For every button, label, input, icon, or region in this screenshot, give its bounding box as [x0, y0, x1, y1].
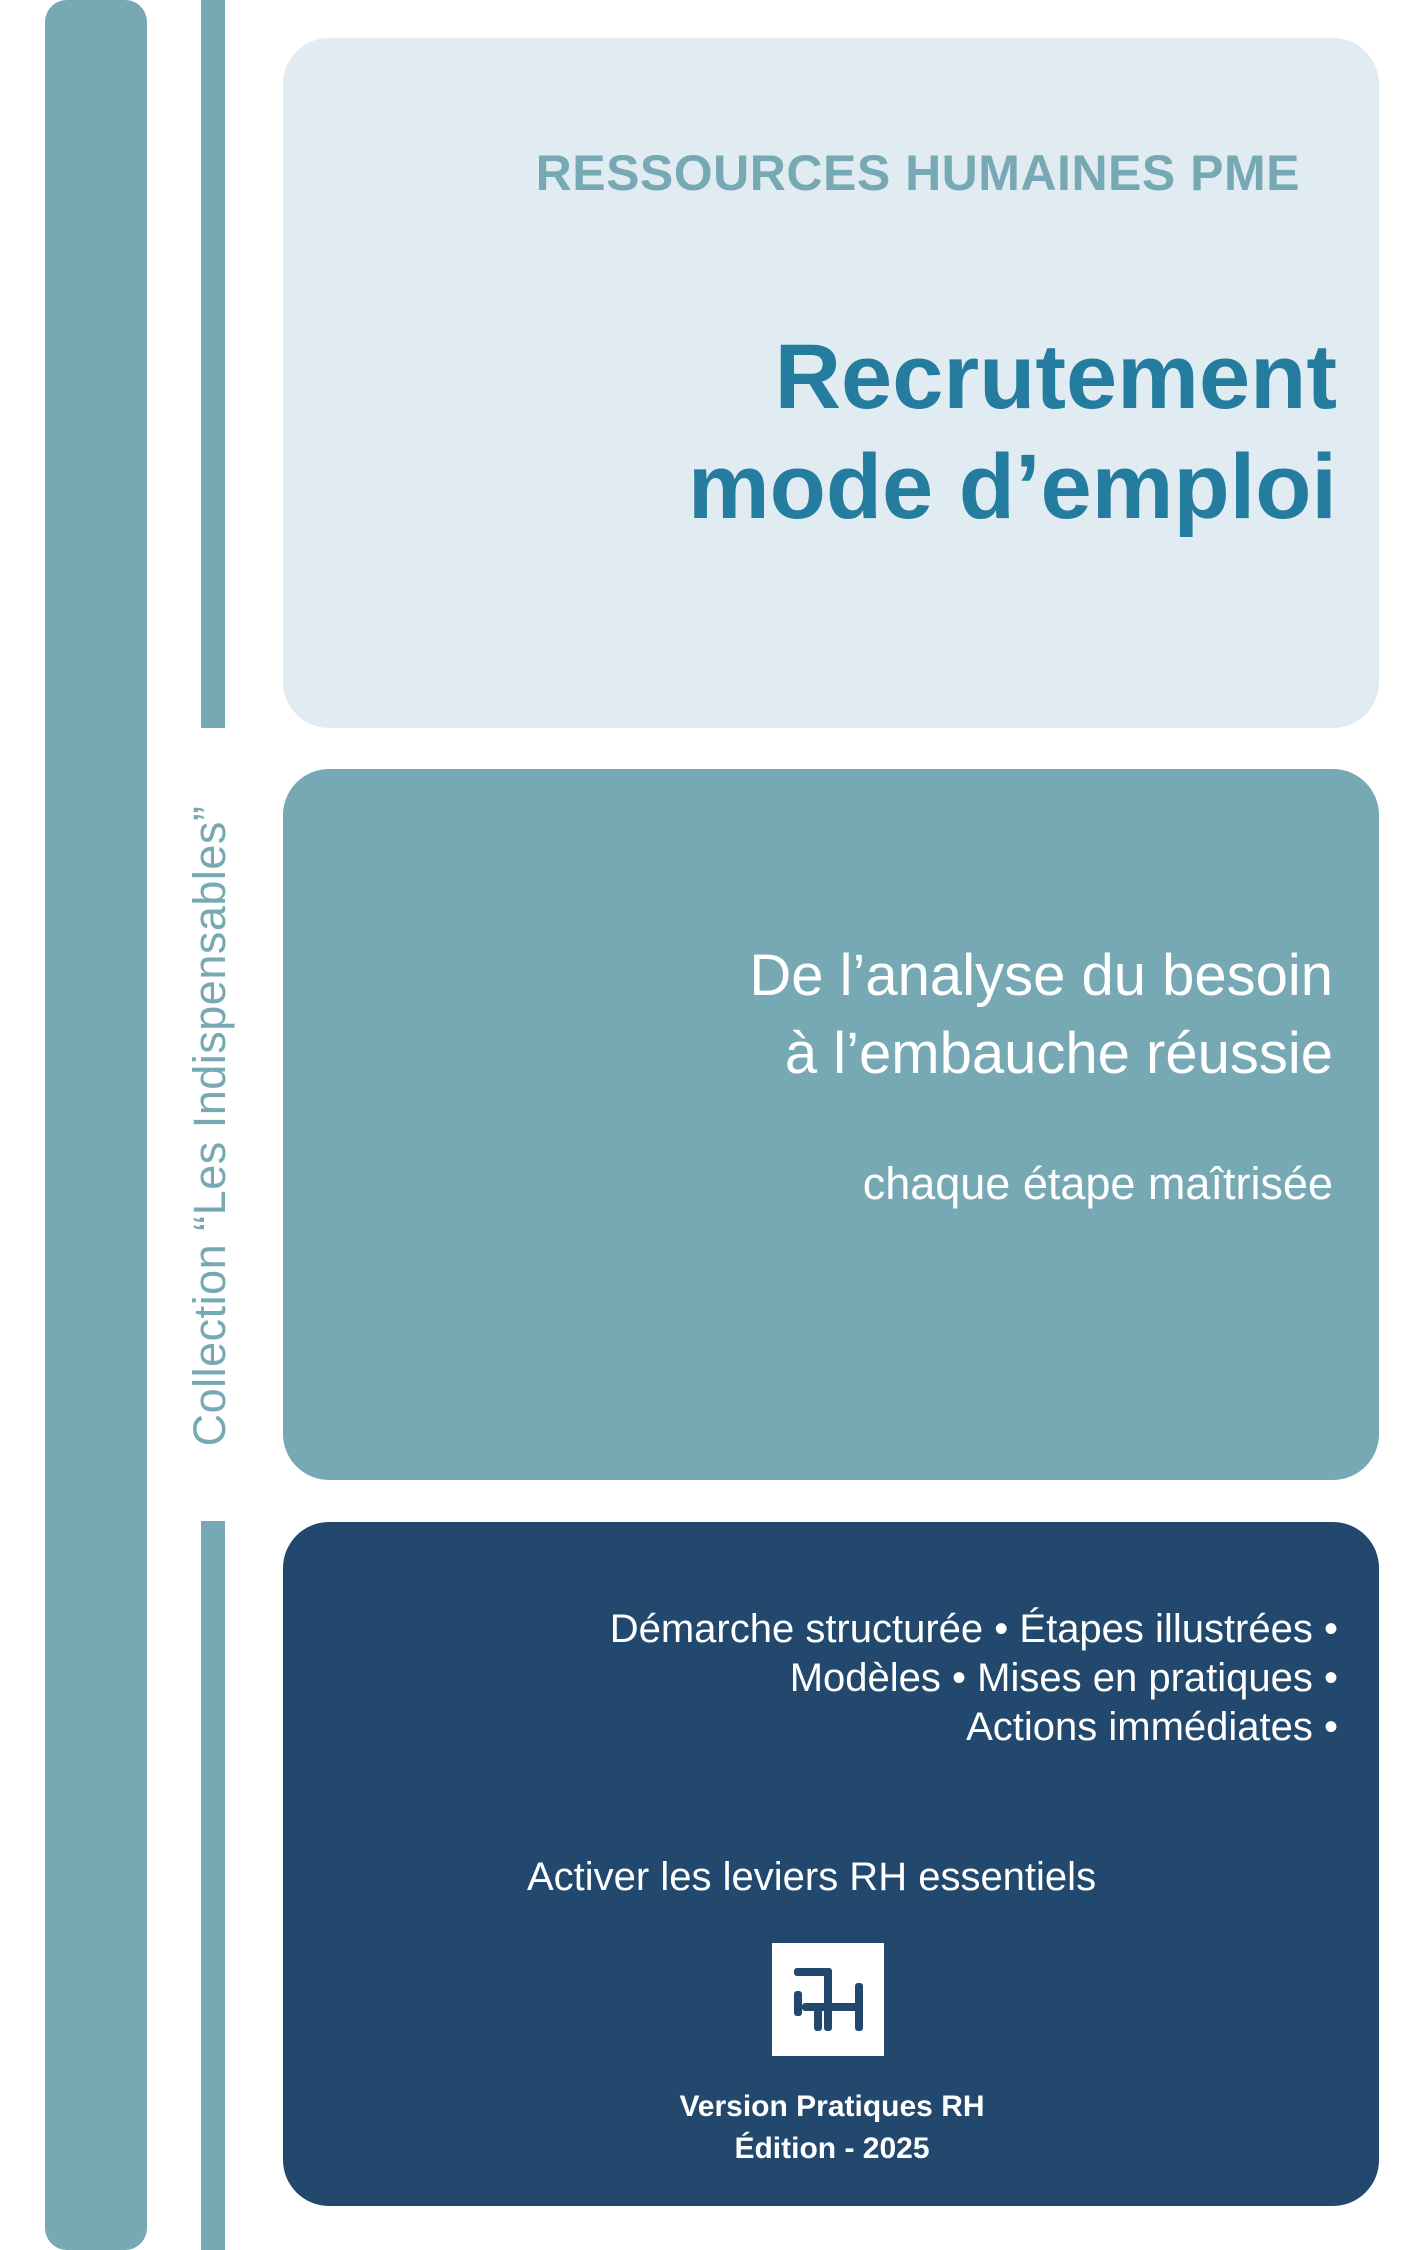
features-list: Démarche structurée • Étapes illustrées … — [610, 1605, 1338, 1752]
subtitle-line-1: De l’analyse du besoin — [749, 943, 1333, 1008]
collection-label: Collection “Les Indispensables” — [184, 800, 235, 1452]
features-panel — [283, 1522, 1379, 2206]
thin-bar-bottom — [201, 1521, 225, 2250]
collection-label-text: Collection “Les Indispensables” — [184, 805, 235, 1447]
edition-label: Édition - 2025 — [734, 2132, 930, 2165]
features-line-2: Modèles • Mises en pratiques • — [789, 1656, 1338, 1700]
title-line-2: mode d’emploi — [687, 436, 1337, 538]
book-subtitle: De l’analyse du besoin à l’embauche réus… — [749, 937, 1333, 1093]
left-decorative-bar — [45, 0, 147, 2250]
features-line-1: Démarche structurée • Étapes illustrées … — [609, 1607, 1338, 1651]
features-line-3: Actions immédiates • — [966, 1705, 1338, 1749]
category-kicker: RESSOURCES HUMAINES PME — [535, 145, 1300, 201]
book-title: Recrutement mode d’emploi — [688, 322, 1337, 542]
subtitle-panel — [283, 769, 1379, 1480]
subtitle-line-2: à l’embauche réussie — [784, 1021, 1333, 1086]
title-panel — [283, 38, 1379, 728]
version-label: Version Pratiques RH — [679, 2090, 985, 2123]
rh-monogram-logo-icon — [794, 1968, 863, 2031]
title-line-1: Recrutement — [774, 326, 1337, 428]
cta-text: Activer les leviers RH essentiels — [527, 1855, 1097, 1899]
rh-logo — [772, 1943, 884, 2056]
tagline: chaque étape maîtrisée — [862, 1158, 1333, 1209]
edition-info: Version Pratiques RH Édition - 2025 — [632, 2086, 1032, 2170]
thin-bar-top — [201, 0, 225, 728]
